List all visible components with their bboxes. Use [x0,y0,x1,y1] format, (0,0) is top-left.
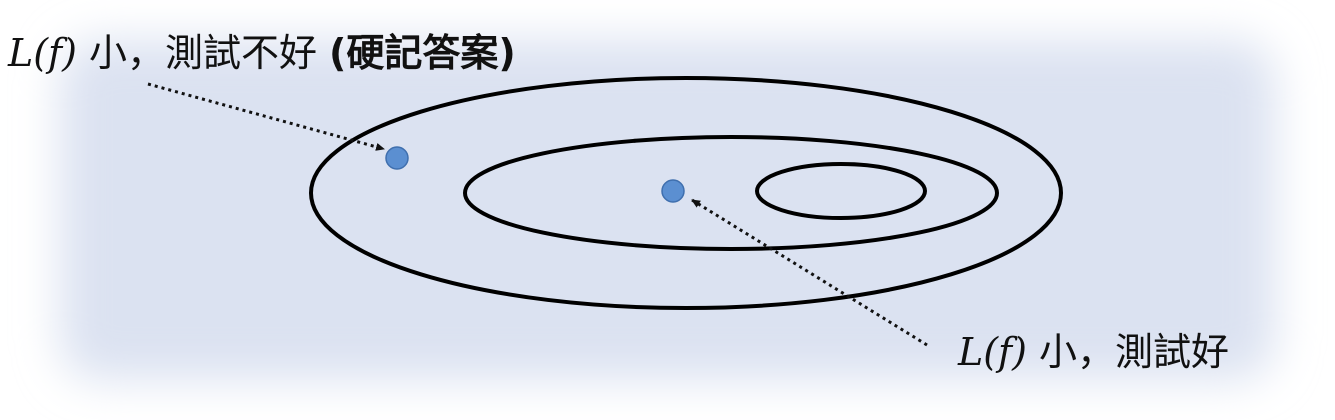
point-good [661,179,685,203]
label-overfit-note: (硬記答案) [328,31,516,75]
contour-middle [463,135,999,251]
label-overfit-math: L(f) [8,31,77,75]
contour-outer [309,76,1063,310]
arrow-overfit [147,82,385,151]
label-overfit-text: 小，測試不好 [88,31,317,75]
label-good-math: L(f) [958,330,1027,374]
point-overfit [385,146,409,170]
label-overfit: L(f)小，測試不好(硬記答案) [8,34,516,73]
contour-inner [755,162,927,220]
label-good-text: 小，測試好 [1038,330,1229,374]
label-good: L(f)小，測試好 [958,333,1229,372]
background-shade [60,40,1275,380]
